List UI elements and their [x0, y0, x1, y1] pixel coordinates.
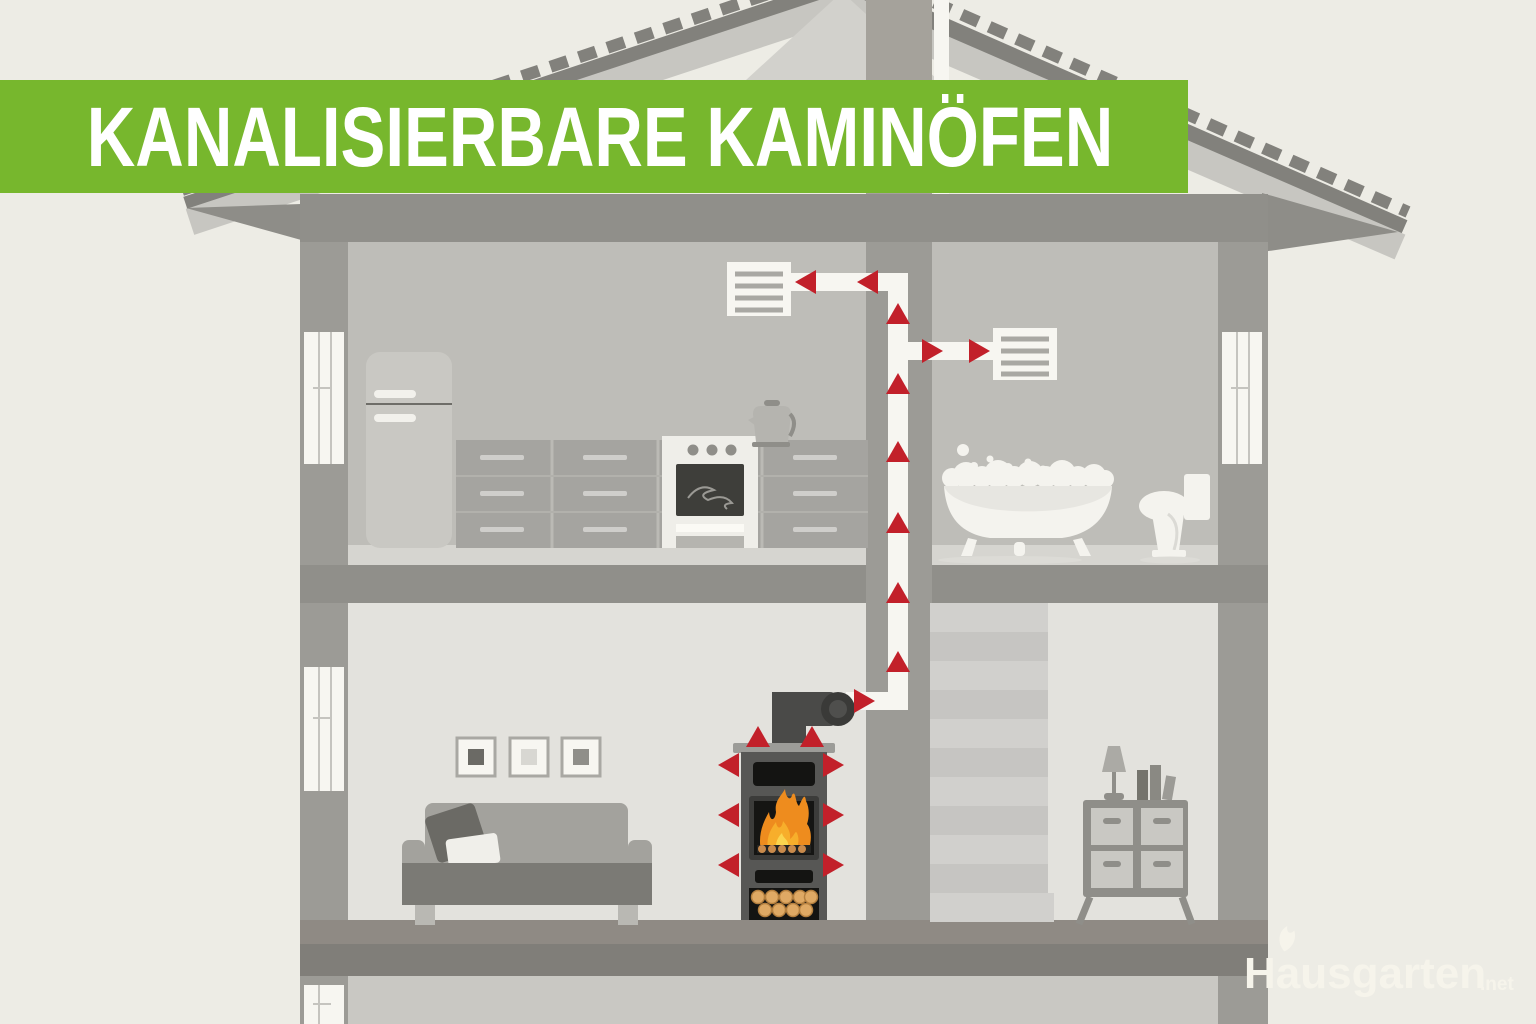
mid-floor-slab: [300, 565, 1268, 603]
dresser-drawer: [1141, 808, 1183, 845]
window-upper-left: [304, 332, 344, 464]
oven-knob: [687, 444, 699, 456]
dresser-drawer: [1091, 808, 1133, 845]
tub-foot-right: [1073, 538, 1091, 556]
bath-foam: [942, 460, 1114, 488]
window-basement-left: [304, 985, 344, 1024]
sofa: [402, 803, 652, 925]
bathroom: [938, 444, 1210, 564]
oven: [662, 436, 758, 548]
toilet: [1139, 474, 1210, 564]
window-upper-right: [1222, 332, 1262, 464]
duct-to-left-vent: [791, 273, 908, 291]
tub-foot-left: [961, 538, 977, 556]
roof-soffit-right: [1262, 193, 1398, 252]
sofa-base: [402, 863, 652, 905]
sofa-leg: [618, 905, 638, 925]
staircase: [930, 603, 1054, 922]
banner-background: [0, 80, 1188, 193]
living-room: [402, 736, 652, 925]
oven-knob: [706, 444, 718, 456]
roof-soffit-left: [186, 203, 330, 248]
dresser-leg: [1178, 895, 1196, 926]
wood-storage: [749, 888, 819, 920]
house-structure: [300, 194, 1268, 1024]
dresser-drawer: [1141, 851, 1183, 888]
dresser: [1075, 800, 1196, 926]
refrigerator: [366, 352, 452, 548]
dresser-drawer: [1091, 851, 1133, 888]
kettle-spout: [748, 416, 756, 426]
basement-strip: [348, 976, 1218, 1024]
site-logo: Hausgarten .net: [1244, 926, 1514, 998]
stove-flue-pipe: [772, 692, 855, 754]
dresser-leg: [1075, 895, 1094, 926]
books: [1137, 765, 1177, 801]
ceiling-slab: [300, 194, 1268, 242]
side-room: [1075, 746, 1196, 926]
page-title: KANALISIERBARE KAMINÖFEN: [87, 91, 1113, 185]
drawer-handles: [480, 455, 837, 532]
duct-vertical: [888, 273, 908, 710]
tub-foot-mid: [1014, 542, 1025, 556]
kitchen: [366, 352, 868, 548]
oven-knob: [725, 444, 737, 456]
toilet-tank: [1184, 474, 1210, 520]
bathtub: [938, 460, 1114, 564]
lamp-shade: [1102, 746, 1126, 772]
fridge-handle-bottom: [374, 414, 416, 422]
toilet-bowl: [1139, 491, 1189, 521]
fridge-handle-top: [374, 390, 416, 398]
kettle-handle: [788, 412, 796, 437]
logo-tld: .net: [1480, 974, 1514, 995]
stove-upper-vent: [753, 762, 815, 786]
leaf-icon: [1279, 926, 1295, 952]
ground-floor-surface: [300, 920, 1268, 944]
stove-lower-slot: [755, 870, 813, 883]
air-vent-left: [727, 262, 791, 316]
sofa-leg: [415, 905, 435, 925]
sofa-pillow-light: [445, 833, 501, 869]
wall-pictures: [455, 736, 602, 778]
logo-text: Hausgarten: [1244, 949, 1486, 998]
kettle: [748, 400, 796, 447]
foundation-slab: [300, 944, 1268, 976]
air-vent-right: [993, 328, 1057, 380]
title-banner: KANALISIERBARE KAMINÖFEN: [0, 80, 1188, 193]
fire-flames: [757, 789, 811, 853]
window-lower-left: [304, 667, 344, 791]
table-lamp: [1102, 746, 1126, 800]
